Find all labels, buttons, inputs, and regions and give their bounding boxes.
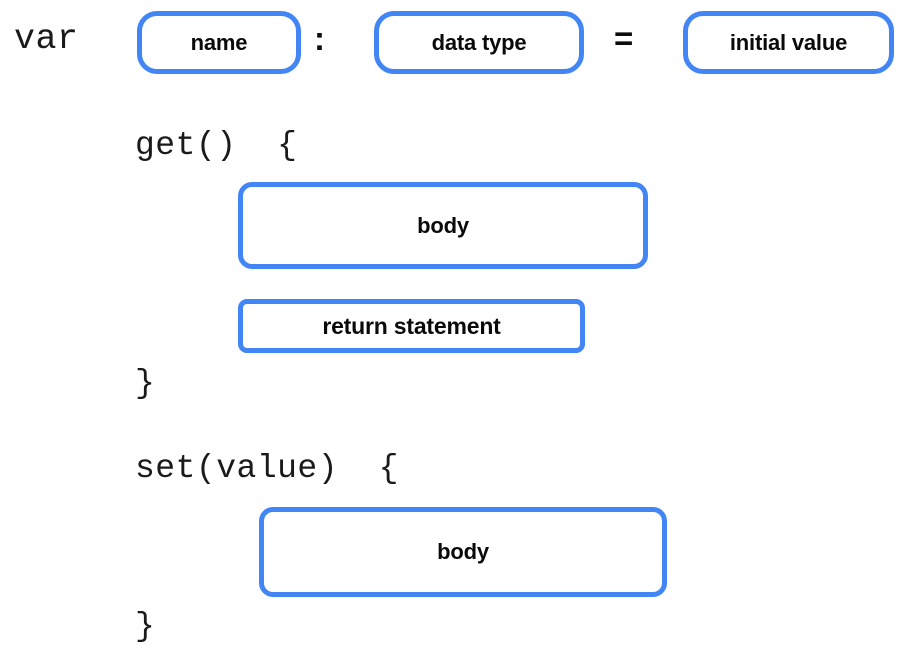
slot-getter-body[interactable]: body bbox=[238, 182, 648, 269]
getter-close-brace: } bbox=[135, 365, 156, 402]
equals-operator: = bbox=[614, 20, 634, 57]
slot-setter-body-label: body bbox=[437, 539, 489, 564]
getter-open-keyword: get() { bbox=[135, 127, 298, 164]
slot-initial-value-label: initial value bbox=[729, 29, 848, 55]
colon-operator: : bbox=[314, 20, 325, 57]
slot-data-type[interactable]: data type bbox=[374, 11, 584, 74]
setter-open-keyword: set(value) { bbox=[135, 450, 399, 487]
slot-getter-body-label: body bbox=[417, 212, 469, 238]
slot-return-statement-label: return statement bbox=[322, 312, 501, 339]
slot-setter-body[interactable]: body bbox=[259, 507, 667, 597]
slot-data-type-label: data type bbox=[431, 29, 527, 55]
slot-name-label: name bbox=[190, 29, 248, 55]
slot-initial-value[interactable]: initial value bbox=[683, 11, 894, 74]
keyword-var: var bbox=[14, 19, 79, 59]
slot-name[interactable]: name bbox=[137, 11, 301, 74]
setter-close-brace: } bbox=[135, 608, 156, 645]
slot-return-statement[interactable]: return statement bbox=[238, 299, 585, 353]
